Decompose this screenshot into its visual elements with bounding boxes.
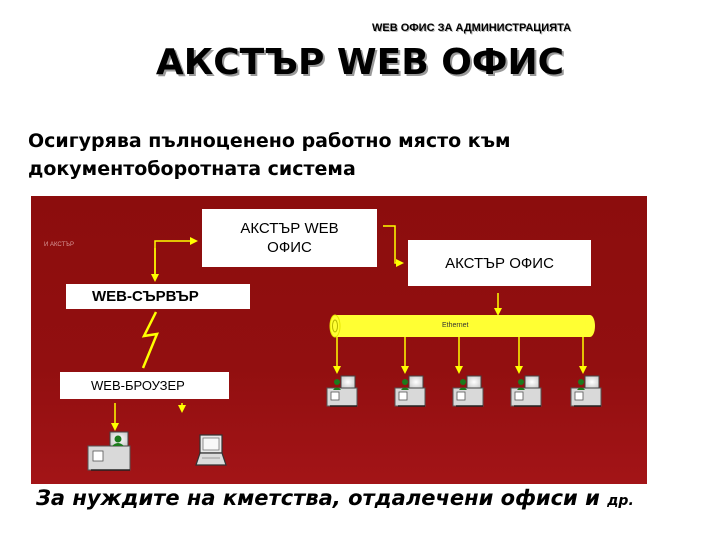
diagram-small-tag: И АКСТЪР (44, 242, 74, 248)
workstation-icon (570, 375, 602, 407)
web-server-box: WEB-СЪРВЪР (66, 284, 250, 309)
workstation-icon (510, 375, 542, 407)
lightning-link-icon (141, 311, 159, 369)
footer-tail-text: др. (607, 493, 634, 509)
akstar-office-label: АКСТЪР ОФИС (445, 254, 554, 272)
web-server-label: WEB-СЪРВЪР (92, 288, 199, 305)
diagram-connectors (87, 225, 602, 471)
arrow-weboffice-to-office (383, 225, 404, 267)
akstar-office-box: АКСТЪР ОФИС (408, 240, 591, 286)
page-title: АКСТЪР WEB ОФИС (155, 42, 565, 83)
intro-line-2: документоборотната система (28, 158, 356, 180)
intro-line-1: Осигурява пълноценено работно място към (28, 130, 511, 152)
akstar-web-office-label: АКСТЪР WEB ОФИС (240, 220, 339, 256)
web-browser-label: WEB-БРОУЗЕР (91, 378, 185, 393)
arrow-server-to-weboffice (154, 237, 198, 278)
header-top-title: WEB ОФИС ЗА АДМИНИСТРАЦИЯТА (372, 22, 572, 34)
footer-caption: За нуждите на кметства, отдалечени офиси… (36, 486, 634, 510)
workstation-icon (87, 431, 131, 471)
akstar-web-office-box: АКСТЪР WEB ОФИС (202, 209, 377, 267)
network-diagram: И АКСТЪР АКСТЪР WEB ОФИС АКСТЪР ОФИС WEB… (31, 196, 647, 484)
ethernet-bus (329, 314, 595, 338)
laptop-icon (195, 434, 227, 466)
workstation-icon (394, 375, 426, 407)
workstation-icon (452, 375, 484, 407)
web-browser-box: WEB-БРОУЗЕР (60, 372, 229, 399)
workstation-icon (326, 375, 358, 407)
ethernet-label: Ethernet (442, 322, 469, 329)
footer-main-text: За нуждите на кметства, отдалечени офиси… (36, 486, 600, 510)
